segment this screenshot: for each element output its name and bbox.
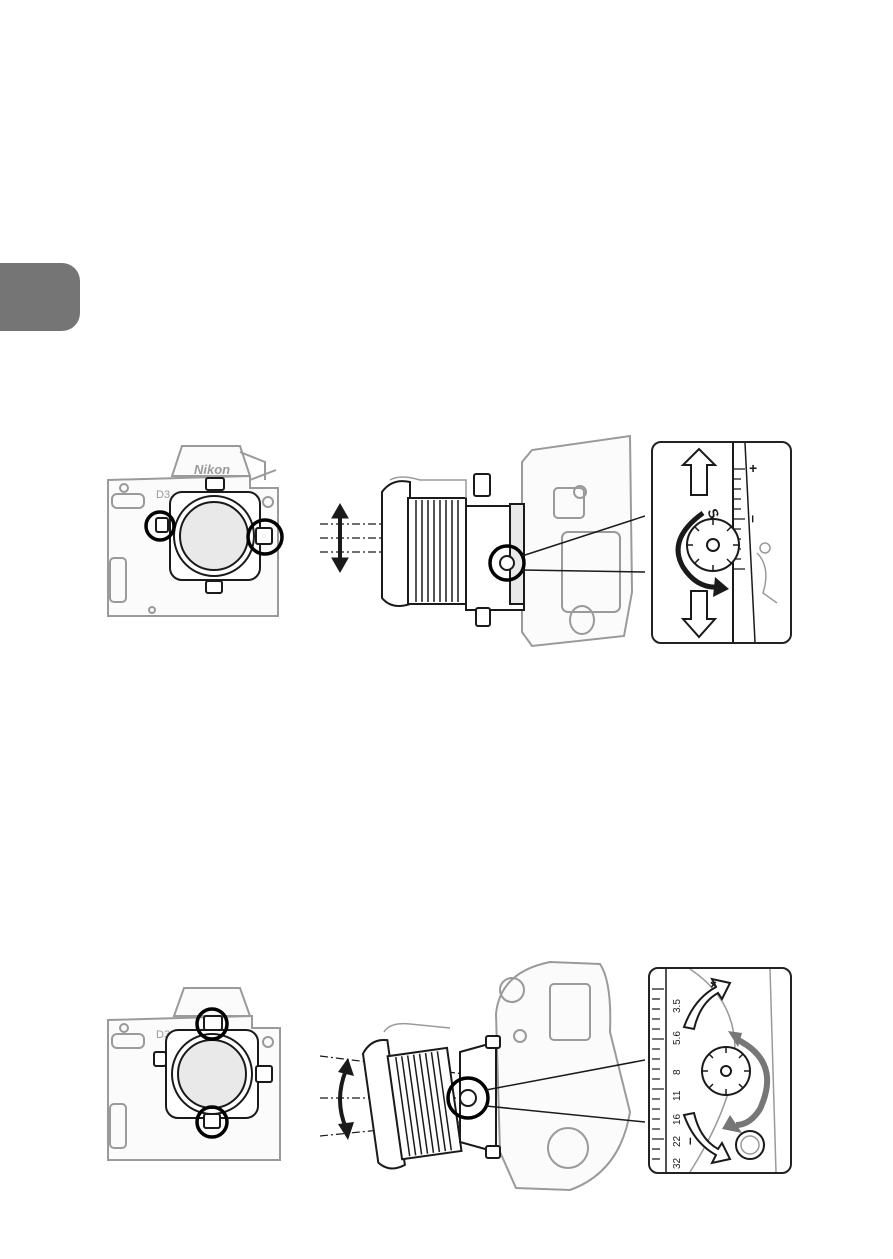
- aperture-16: 16: [672, 1113, 683, 1125]
- aperture-32: 32: [672, 1157, 683, 1169]
- scale-plus-label: +: [749, 460, 757, 476]
- scale-minus-label: –: [746, 515, 762, 523]
- aperture-3-5: 3.5: [672, 999, 683, 1013]
- tilt-camera-front-illustration: D3: [100, 986, 290, 1166]
- tilt-scale-minus: –: [681, 1137, 697, 1145]
- aperture-11: 11: [672, 1090, 683, 1101]
- shift-camera-side-illustration: [300, 432, 645, 650]
- shift-knob-inset: + – S: [651, 441, 792, 644]
- shift-camera-front-illustration: Nikon D3: [100, 440, 290, 622]
- camera-model-label: D3: [156, 489, 170, 501]
- tilt-camera-top-illustration: [300, 952, 645, 1202]
- aperture-8: 8: [672, 1069, 683, 1075]
- section-tab: [0, 263, 80, 331]
- camera-brand-label: Nikon: [194, 462, 230, 477]
- tilt-knob-inset: 3.5 5.6 8 11 16 22 32 + –: [648, 967, 792, 1174]
- aperture-5-6: 5.6: [672, 1031, 683, 1045]
